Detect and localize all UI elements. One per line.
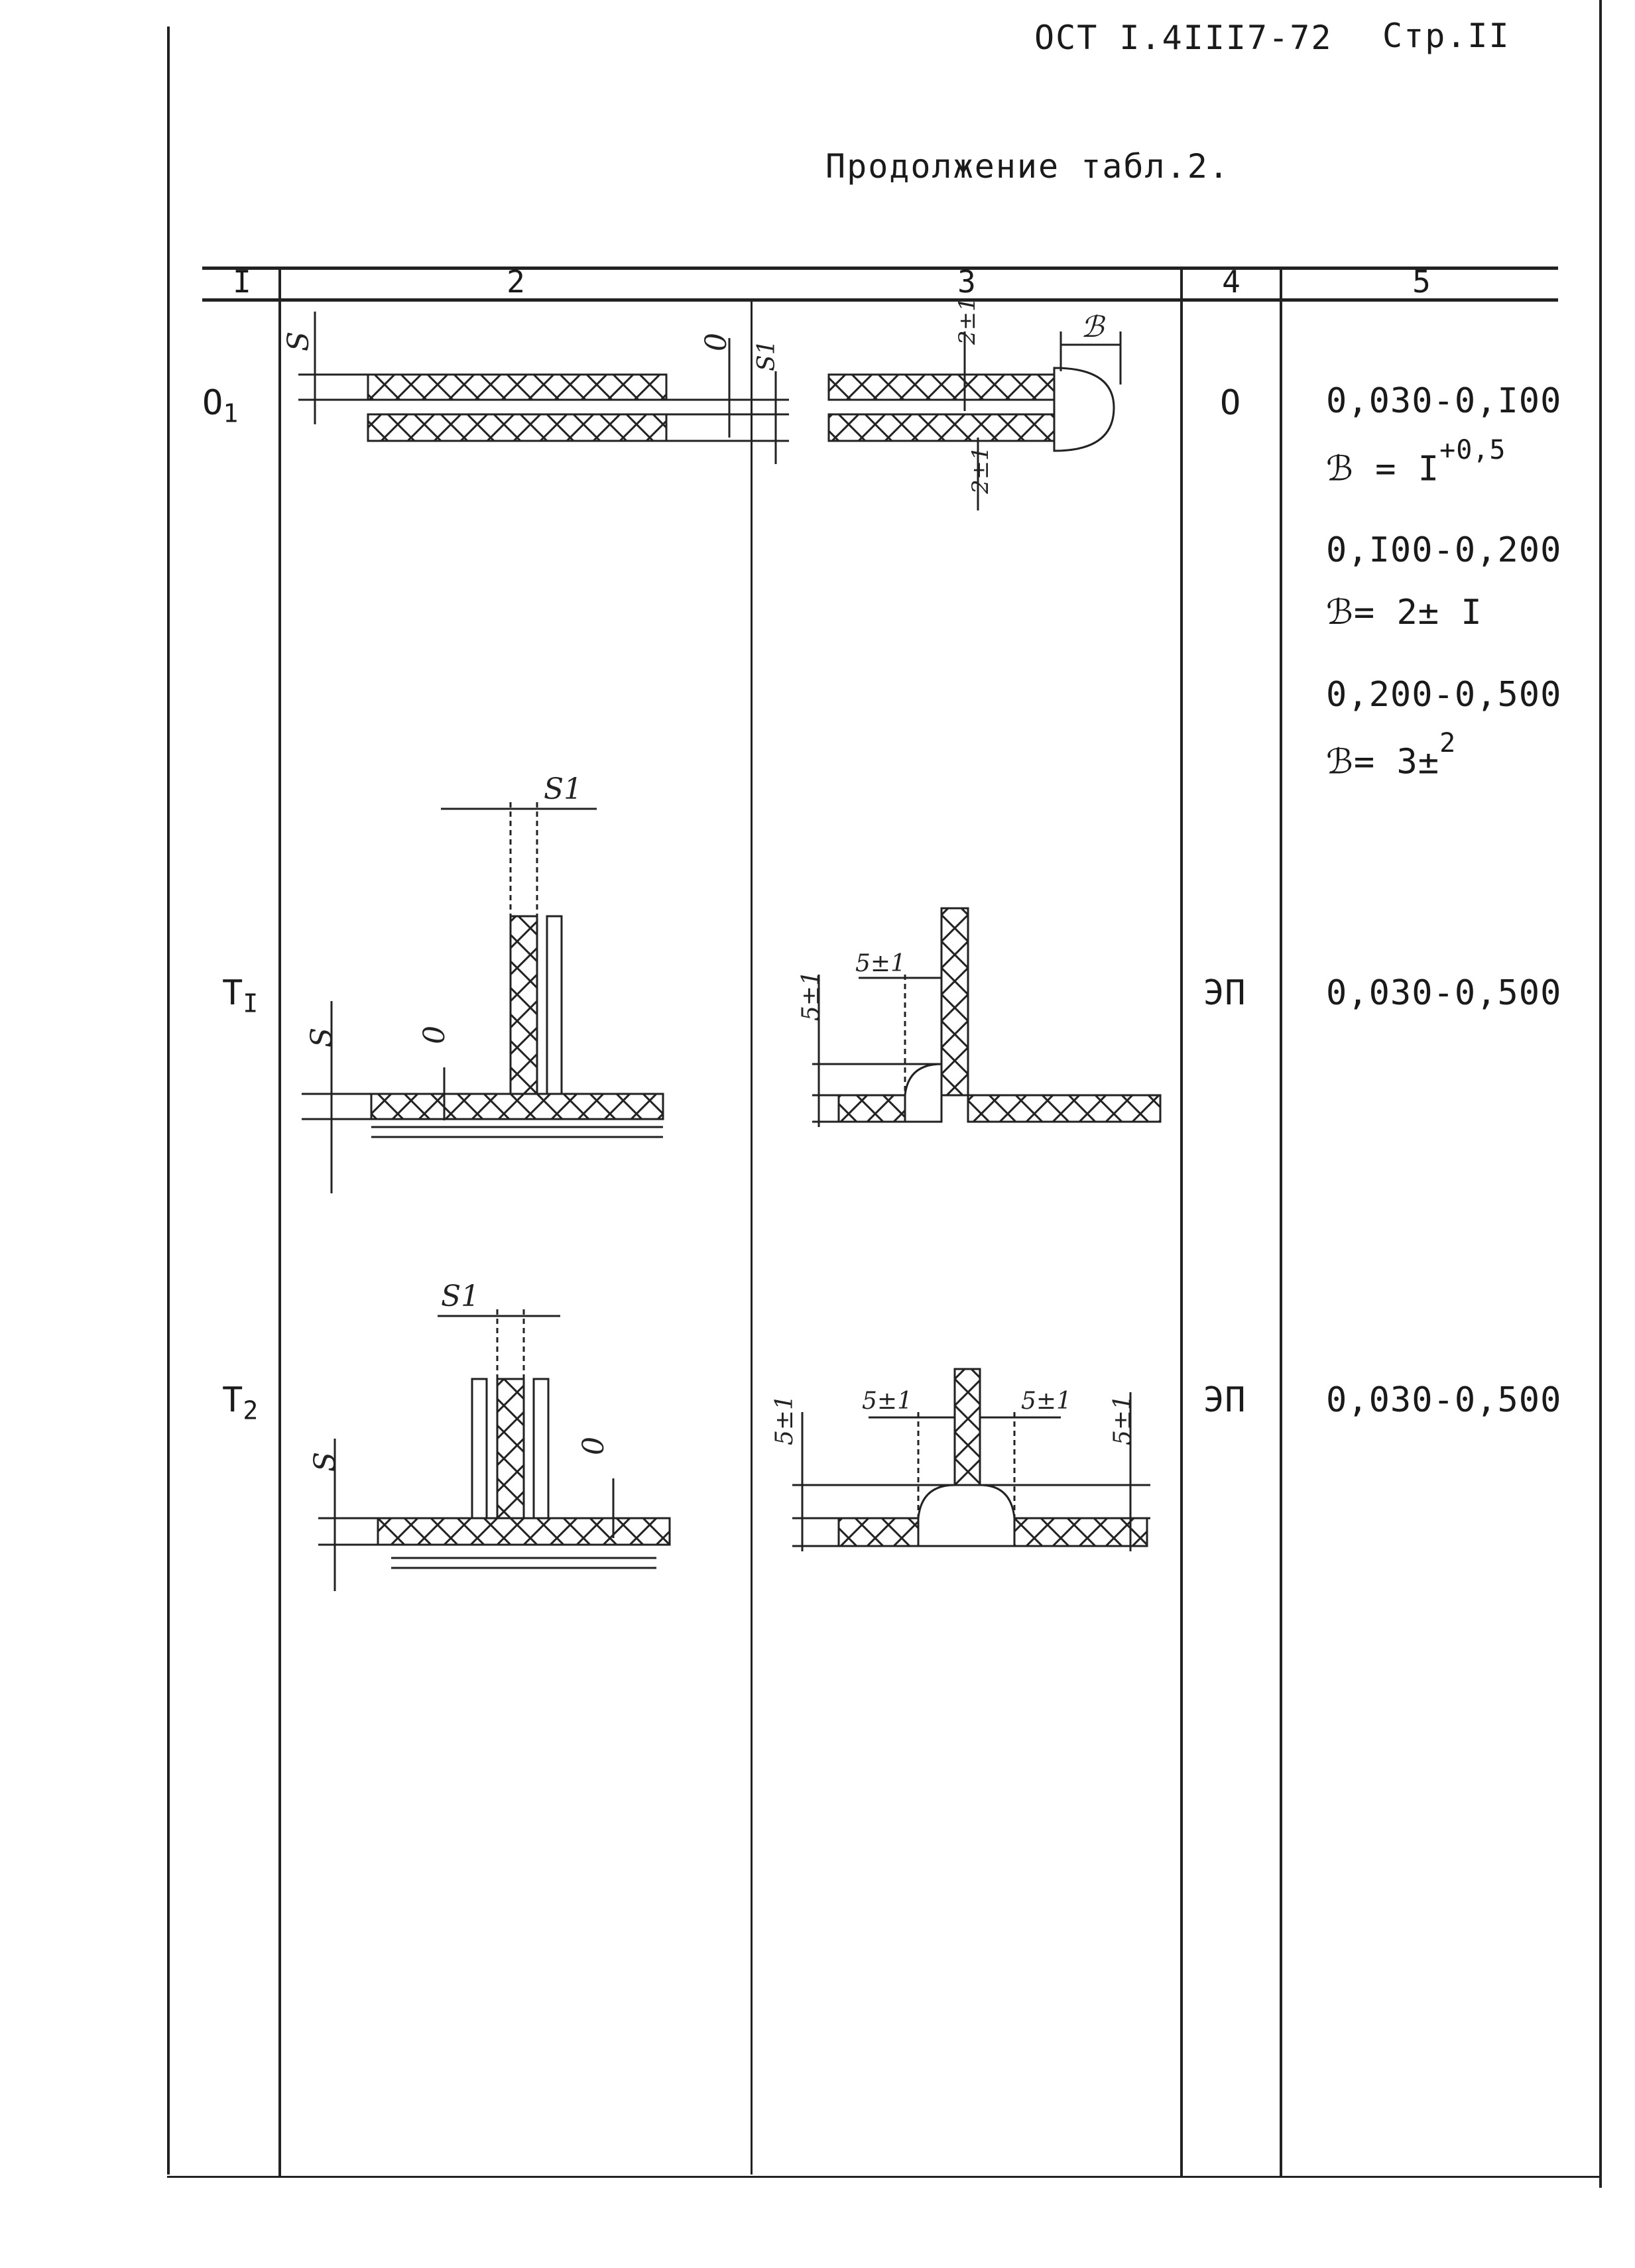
label-s1-t1: S1 [544,772,582,806]
label-s-t2: S [308,1452,342,1472]
right-margin-line [1599,0,1602,2188]
range-t1: 0,030-0,500 [1326,973,1562,1013]
drawing-o1-after [827,331,1122,510]
label-s1-t2: S1 [441,1280,479,1313]
row-code-o1: O1 [202,383,239,428]
drawing-o1-before [298,312,789,464]
row-method-t2: ЭП [1203,1380,1246,1420]
table-caption: Продолжение табл.2. [825,147,1230,186]
range-o1-1: 0,030-0,I00 [1326,381,1562,421]
column-number-1: I [233,264,251,300]
drawing-t1-before [302,802,664,1193]
label-s-t1: S [305,1028,339,1047]
column-divider-4 [1280,267,1282,2176]
left-margin-line [167,27,170,2175]
range-o1-3: 0,200-0,500 [1326,675,1562,715]
row-method-o1: О [1220,383,1242,423]
row-code-t2: T2 [222,1380,259,1425]
formula-o1-2: ℬ= 2± I [1326,593,1483,632]
range-t2: 0,030-0,500 [1326,1380,1562,1420]
label-tol5-t2-vert-left: 5±1 [771,1395,798,1445]
label-tol2-bottom: 2±1 [967,446,994,495]
label-gap-o1: 0 [699,333,733,351]
drawing-t2-before [318,1309,671,1591]
table-top-rule [202,267,1558,270]
column-divider-3 [1180,267,1183,2176]
label-tol5-t2-left: 5±1 [862,1388,912,1415]
label-tol5-t2-right: 5±1 [1021,1388,1071,1415]
row-code-t1: TI [222,973,259,1018]
label-gap-t1: 0 [418,1026,452,1044]
range-o1-2: 0,I00-0,200 [1326,530,1562,570]
column-number-4: 4 [1222,264,1241,300]
drawing-t1-after [812,907,1162,1127]
row-method-t1: ЭП [1203,973,1246,1013]
bottom-line [167,2176,1599,2178]
label-tol5-t1: 5±1 [855,950,906,977]
label-tol5-t1-vert: 5±1 [798,971,825,1021]
column-number-3: 3 [957,264,976,300]
formula-o1-1: ℬ = I+0,5 [1326,435,1506,489]
drawing-t2-after [792,1368,1150,1551]
table-header-rule [202,298,1558,302]
label-b-o1: ℬ [1081,310,1106,344]
label-gap-t2: 0 [577,1437,611,1455]
column-number-2: 2 [507,264,525,300]
standard-number: ОСТ I.4III7-72 [1034,19,1333,57]
page-number: Стр.II [1382,17,1510,55]
label-tol5-t2-vert-right: 5±1 [1109,1395,1136,1445]
column-number-5: 5 [1412,264,1431,300]
column-divider-1 [278,267,281,2176]
label-tol2-top: 2±1 [954,297,981,345]
column-divider-2 [751,298,753,2175]
formula-o1-3: ℬ= 3±2 [1326,728,1457,782]
label-s1-o1: S1 [753,339,780,371]
label-s-o1: S [282,331,316,351]
